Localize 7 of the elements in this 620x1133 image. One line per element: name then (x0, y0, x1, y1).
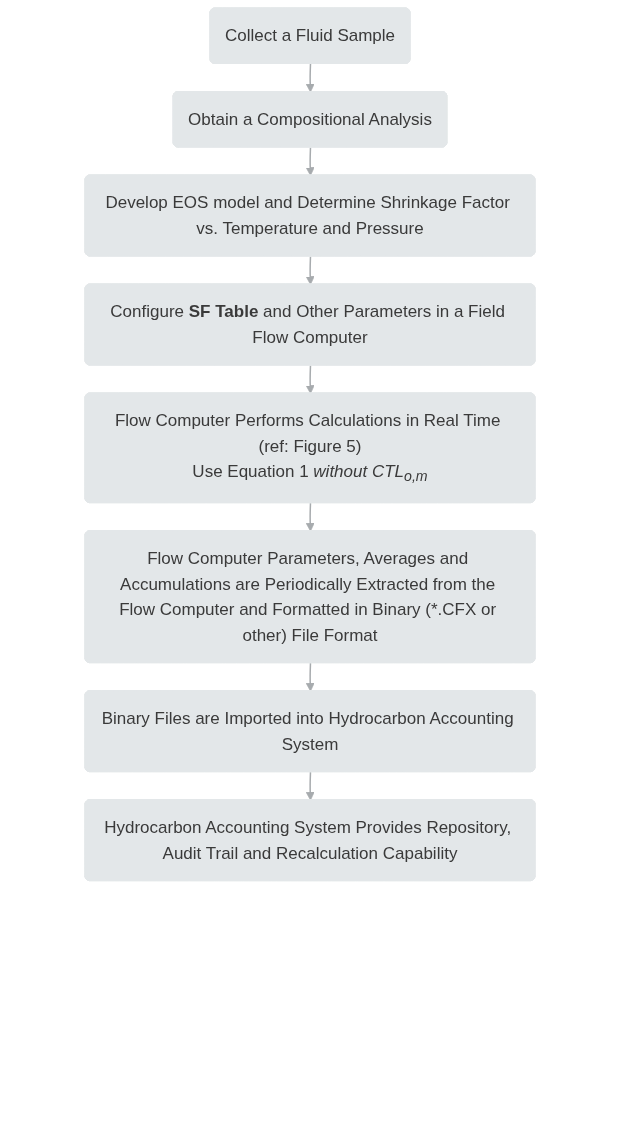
arrow (305, 146, 315, 176)
arrow (305, 502, 315, 532)
arrow (305, 255, 315, 285)
arrow (305, 771, 315, 801)
arrow (305, 364, 315, 394)
arrow (305, 662, 315, 692)
arrow (305, 63, 315, 93)
